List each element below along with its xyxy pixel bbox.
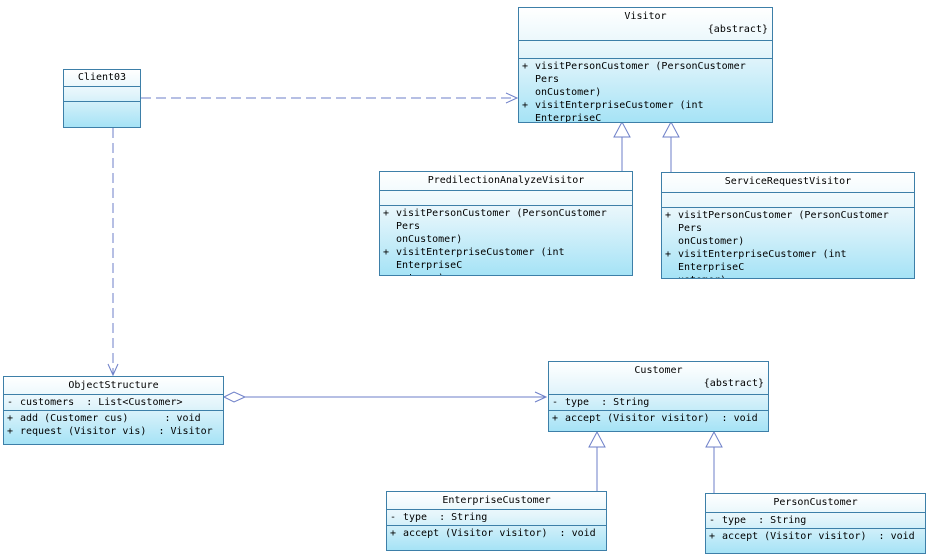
operations-section: + visitPersonCustomer (PersonCustomer Per… [519, 59, 772, 123]
operations-section: + accept (Visitor visitor) : void [706, 529, 925, 544]
member-signature: visitPersonCustomer (PersonCustomer Pers… [396, 208, 607, 245]
class-name: Customer [634, 365, 683, 376]
attributes-section [64, 87, 140, 102]
dependency-arrowhead-objectstructure [107, 363, 119, 377]
class-name: EnterpriseCustomer [442, 495, 551, 506]
class-header: PersonCustomer [706, 494, 925, 513]
member-signature: visitPersonCustomer (PersonCustomer Pers… [535, 61, 746, 98]
generalization-arrowhead-service [662, 120, 680, 138]
member-row: + visitPersonCustomer (PersonCustomer Per… [522, 60, 769, 99]
class-name: Client03 [77, 72, 127, 83]
visibility-marker: - [552, 397, 559, 408]
member-row: + visitPersonCustomer (PersonCustomer Per… [383, 207, 629, 246]
aggregation-diamond [222, 391, 247, 403]
member-signature: type : String [565, 397, 650, 408]
member-signature: add (Customer cus) : void [20, 413, 201, 424]
member-signature: visitPersonCustomer (PersonCustomer Pers… [678, 210, 889, 247]
class-stereotype: {abstract} [707, 24, 768, 35]
member-row: -type : String [709, 514, 922, 527]
aggregation-arrowhead-customer [534, 391, 548, 403]
class-name: PredilectionAnalyzeVisitor [427, 175, 585, 186]
visibility-marker: + [552, 413, 559, 424]
class-object-structure[interactable]: ObjectStructure -customers : List<Custom… [3, 376, 224, 445]
class-name: ObjectStructure [68, 380, 159, 391]
class-stereotype: {abstract} [703, 378, 764, 389]
visibility-marker: + [522, 100, 529, 111]
visibility-marker: + [665, 210, 672, 221]
operations-section: + visitPersonCustomer (PersonCustomer Per… [380, 206, 632, 275]
member-signature: visitEnterpriseCustomer (int EnterpriseC… [535, 100, 704, 123]
class-visitor[interactable]: Visitor {abstract} + visitPersonCustomer … [518, 7, 773, 123]
member-signature: accept (Visitor visitor) : void [722, 531, 915, 542]
class-enterprise-customer[interactable]: EnterpriseCustomer -type : String + accep… [386, 491, 607, 551]
class-header: Customer {abstract} [549, 362, 768, 395]
attributes-section [519, 41, 772, 59]
class-header: Visitor {abstract} [519, 8, 772, 41]
member-row: + request (Visitor vis) : Visitor [7, 425, 220, 438]
member-row: + accept (Visitor visitor) : void [552, 412, 765, 425]
attributes-section: -customers : List<Customer> [4, 395, 223, 411]
operations-section: + accept (Visitor visitor) : void [549, 411, 768, 426]
generalization-arrowhead-enterprise [588, 430, 606, 448]
attributes-section: -type : String [549, 395, 768, 411]
class-service-request-visitor[interactable]: ServiceRequestVisitor + visitPersonCustom… [661, 172, 915, 279]
member-signature: request (Visitor vis) : Visitor [20, 426, 213, 437]
member-signature: accept (Visitor visitor) : void [565, 413, 758, 424]
visibility-marker: - [390, 512, 397, 523]
member-row: + visitEnterpriseCustomer (int Enterprise… [665, 248, 911, 278]
generalization-arrowhead-person [705, 430, 723, 448]
member-signature: customers : List<Customer> [20, 397, 183, 408]
visibility-marker: - [709, 515, 716, 526]
class-name: Visitor [624, 11, 667, 22]
class-predilection-analyze-visitor[interactable]: PredilectionAnalyzeVisitor + visitPersonC… [379, 171, 633, 276]
member-row: + accept (Visitor visitor) : void [709, 530, 922, 543]
visibility-marker: + [383, 247, 390, 258]
member-row: + accept (Visitor visitor) : void [390, 527, 603, 540]
member-row: + visitPersonCustomer (PersonCustomer Per… [665, 209, 911, 248]
member-row: -customers : List<Customer> [7, 396, 220, 409]
visibility-marker: + [709, 531, 716, 542]
member-row: -type : String [390, 511, 603, 524]
class-header: EnterpriseCustomer [387, 492, 606, 510]
operations-section [64, 102, 140, 104]
member-signature: visitEnterpriseCustomer (int EnterpriseC… [678, 249, 847, 278]
dependency-arrowhead-visitor [505, 92, 519, 104]
visibility-marker: + [7, 426, 14, 437]
member-row: + add (Customer cus) : void [7, 412, 220, 425]
visibility-marker: + [522, 61, 529, 72]
class-header: ServiceRequestVisitor [662, 173, 914, 193]
class-client03[interactable]: Client03 [63, 69, 141, 128]
member-row: + visitEnterpriseCustomer (int Enterprise… [383, 246, 629, 275]
class-person-customer[interactable]: PersonCustomer -type : String + accept (V… [705, 493, 926, 554]
member-row: + visitEnterpriseCustomer (int Enterprise… [522, 99, 769, 123]
class-header: Client03 [64, 70, 140, 87]
visibility-marker: + [390, 528, 397, 539]
attributes-section: -type : String [387, 510, 606, 526]
operations-section: + add (Customer cus) : void + request (Visi… [4, 411, 223, 439]
visibility-marker: + [383, 208, 390, 219]
operations-section: + visitPersonCustomer (PersonCustomer Per… [662, 208, 914, 278]
member-signature: visitEnterpriseCustomer (int EnterpriseC… [396, 247, 565, 275]
operations-section: + accept (Visitor visitor) : void [387, 526, 606, 541]
attributes-section: -type : String [706, 513, 925, 529]
member-row: -type : String [552, 396, 765, 409]
visibility-marker: - [7, 397, 14, 408]
generalization-arrowhead-predilection [613, 120, 631, 138]
attributes-section [380, 191, 632, 206]
class-customer[interactable]: Customer {abstract} -type : String + acce… [548, 361, 769, 432]
class-header: PredilectionAnalyzeVisitor [380, 172, 632, 191]
class-name: ServiceRequestVisitor [724, 176, 852, 187]
member-signature: type : String [403, 512, 488, 523]
class-name: PersonCustomer [773, 497, 858, 508]
visibility-marker: + [7, 413, 14, 424]
attributes-section [662, 193, 914, 208]
visibility-marker: + [665, 249, 672, 260]
member-signature: type : String [722, 515, 807, 526]
class-header: ObjectStructure [4, 377, 223, 395]
member-signature: accept (Visitor visitor) : void [403, 528, 596, 539]
